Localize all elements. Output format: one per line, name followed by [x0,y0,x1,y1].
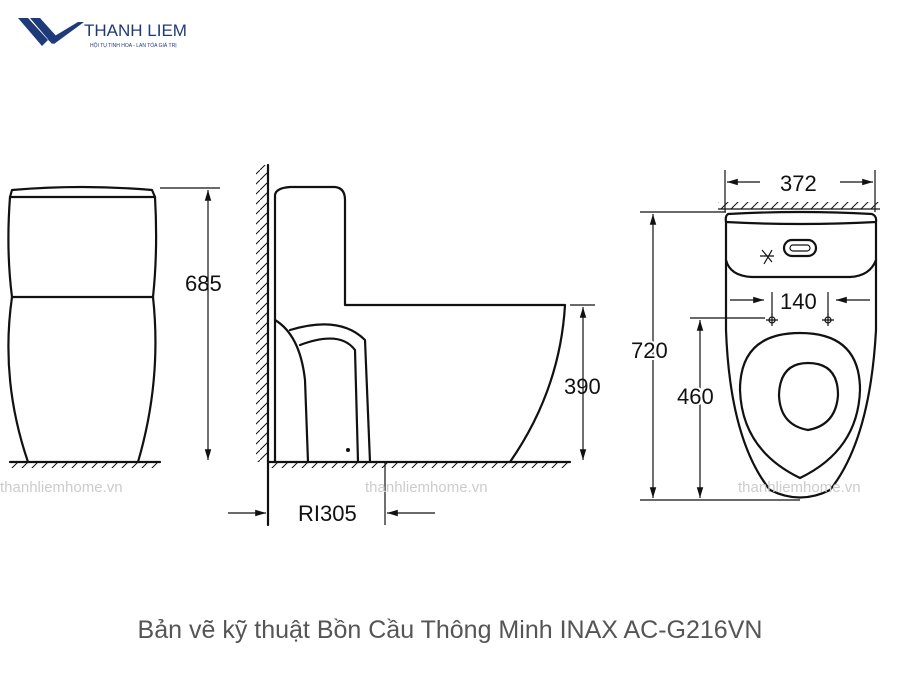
caption: Bản vẽ kỹ thuật Bồn Cầu Thông Minh INAX … [137,616,763,644]
side-view: 390 RI305 thanhliemhome.vn [228,163,601,527]
dim-bolt-spacing: 140 [780,289,817,314]
dim-bowl-height: 390 [564,374,601,399]
thanh-liem-logo: THANH LIEM HỘI TỤ TINH HOA - LAN TỎA GIÁ… [18,18,187,49]
logo-tagline: HỘI TỤ TINH HOA - LAN TỎA GIÁ TRỊ [90,42,177,49]
dim-width: 372 [780,171,817,196]
dim-rough-in: RI305 [298,501,357,526]
dim-front-height: 685 [185,271,222,296]
dim-length: 720 [631,338,668,363]
logo-mark-icon [18,18,48,46]
top-view: 372 140 720 460 thanhliemhome.vn [629,170,880,501]
watermark: thanhliemhome.vn [738,479,861,496]
logo-mark-stripe [30,18,58,44]
watermark: thanhliemhome.vn [365,479,488,496]
front-view: 685 thanhliemhome.vn [0,185,222,496]
watermark: thanhliemhome.vn [0,479,123,496]
logo-brand: THANH LIEM [84,21,187,40]
logo-mark-wing [48,22,84,44]
dim-bolt-to-front: 460 [677,384,714,409]
